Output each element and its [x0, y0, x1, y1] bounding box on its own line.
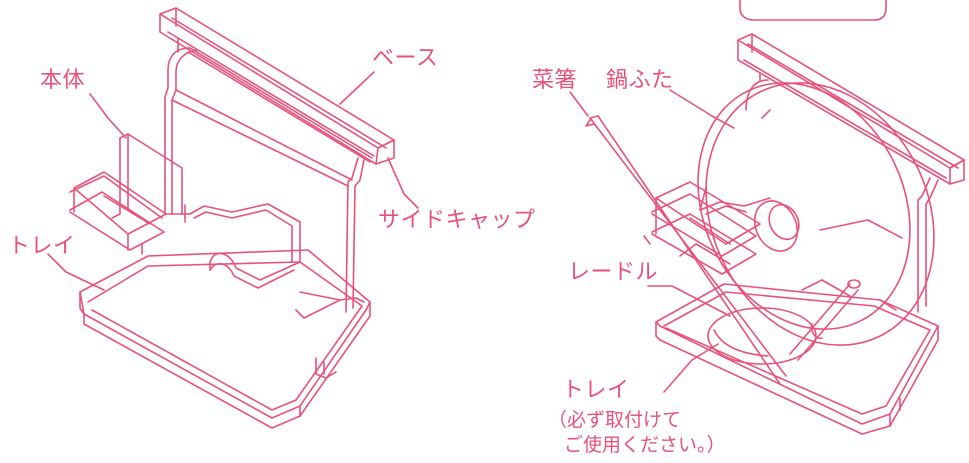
chopsticks-drawing [585, 115, 787, 385]
leader-tray-right [663, 343, 719, 393]
pot-lid-drawing [697, 82, 935, 346]
left-body-frame [164, 47, 365, 313]
left-assembly-drawing [69, 7, 395, 429]
label-pot-lid: 鍋ふた [606, 68, 674, 93]
leader-chopsticks [569, 91, 589, 117]
label-ladle: レードル [568, 260, 659, 285]
label-chopsticks: 菜箸 [532, 68, 578, 93]
left-rail-hook [184, 203, 301, 289]
leader-pot-lid [669, 89, 735, 129]
leader-ladle [647, 285, 731, 317]
left-base-rail [159, 7, 395, 165]
right-basket [643, 181, 761, 275]
right-tray [655, 283, 939, 435]
label-tray-right: トレイ [562, 378, 630, 403]
label-base: ベース [372, 46, 439, 71]
tray-note-line2: ご使用ください。） [564, 434, 726, 456]
leader-side-cap [387, 157, 419, 209]
tray-note-line1: （必ず取付けて [548, 409, 682, 431]
label-body: 本体 [40, 68, 86, 93]
right-inner-rails [679, 197, 897, 311]
left-tray [79, 243, 371, 429]
leader-lines [47, 71, 735, 393]
leader-tray-left [47, 253, 105, 291]
leader-base [339, 71, 375, 105]
label-side-cap: サイドキャップ [378, 208, 536, 233]
right-body-frame [699, 79, 939, 313]
label-tray-left: トレイ [8, 234, 76, 259]
leader-body [89, 93, 127, 139]
left-basket [69, 133, 183, 251]
right-assembly-drawing [585, 33, 965, 435]
label-box-fragment [739, 0, 887, 21]
